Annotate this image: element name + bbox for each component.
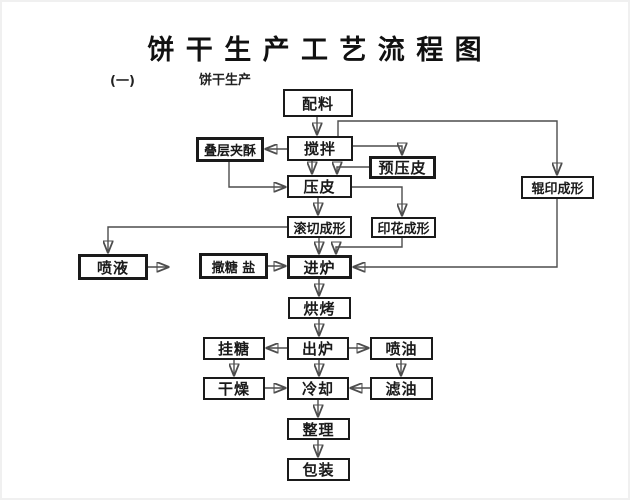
node-hongkao: 烘烤 [288, 297, 351, 319]
node-yapi: 压皮 [287, 175, 352, 198]
node-gunqie: 滚切成形 [287, 216, 352, 238]
edge-yuyapi-yapi [337, 167, 369, 173]
node-penye: 喷液 [78, 254, 148, 280]
section-label: 饼干生产 [199, 73, 252, 88]
node-zhengli: 整理 [287, 418, 350, 440]
node-yuyapi: 预压皮 [369, 156, 436, 179]
node-guatang: 挂糖 [203, 337, 265, 360]
node-jiaoban: 搅拌 [287, 136, 353, 161]
edge-yinhua-jinlu [336, 238, 403, 253]
page-title: 饼 干 生 产 工 艺 流 程 图 [147, 35, 483, 66]
node-satang: 撒糖 盐 [199, 253, 268, 279]
edge-jiaoban-yuyapi [353, 146, 402, 154]
node-baozhuang: 包装 [287, 458, 350, 481]
edge-gunqie-penye [108, 226, 287, 252]
node-gunyin: 辊印成形 [521, 176, 594, 199]
edge-yapi-yinhua [352, 186, 402, 215]
node-chulu: 出炉 [287, 337, 349, 360]
node-lvyou: 滤油 [370, 377, 433, 400]
node-peiliao: 配料 [283, 89, 353, 117]
node-ganzao: 干燥 [203, 377, 265, 400]
node-lengque: 冷却 [287, 377, 349, 400]
edge-jiaoban-gunyin [337, 120, 557, 174]
node-yinhua: 印花成形 [371, 217, 436, 238]
section-marker: (一) [110, 74, 135, 89]
edge-gunyin-jinlu [354, 199, 558, 267]
node-jinlu: 进炉 [287, 255, 352, 279]
edge-dieceng-yapi [228, 162, 285, 187]
node-dieceng: 叠层夹酥 [196, 137, 264, 162]
node-penyou: 喷油 [370, 337, 433, 360]
